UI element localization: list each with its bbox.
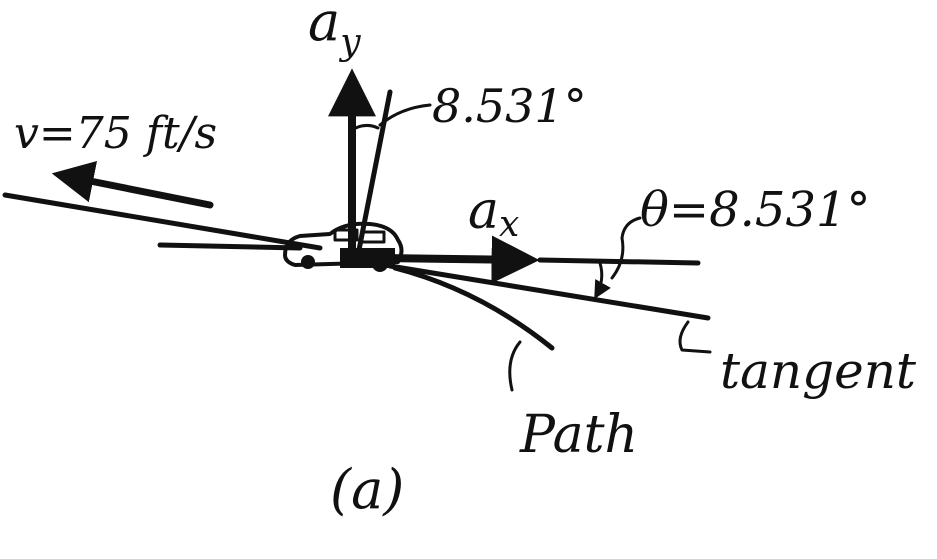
ax-label: ax: [468, 181, 519, 245]
small-angle-arc: [350, 123, 380, 132]
horizontal-line-right: [537, 257, 701, 266]
velocity-line: [2, 192, 323, 251]
tangent-line: [387, 263, 711, 321]
small-angle-label: 8.531°: [432, 79, 587, 133]
theta-leader: [610, 216, 642, 280]
normal-line: [355, 89, 393, 258]
ax-arrow: [376, 235, 540, 284]
path-leader: [508, 340, 522, 392]
figure-caption: (a): [330, 458, 404, 521]
horizontal-line-left: [157, 242, 303, 251]
theta-arc: [594, 261, 611, 300]
ay-label: ay: [308, 0, 361, 63]
path-label: Path: [519, 405, 638, 465]
tangent-label: tangent: [720, 342, 917, 400]
theta-label: θ=8.531°: [640, 182, 871, 238]
velocity-arrow: [51, 160, 214, 209]
tangent-leader: [678, 320, 712, 354]
small-angle-leader: [378, 103, 432, 127]
velocity-label: v=75 ft/s: [14, 108, 217, 159]
path-curve: [392, 265, 555, 351]
